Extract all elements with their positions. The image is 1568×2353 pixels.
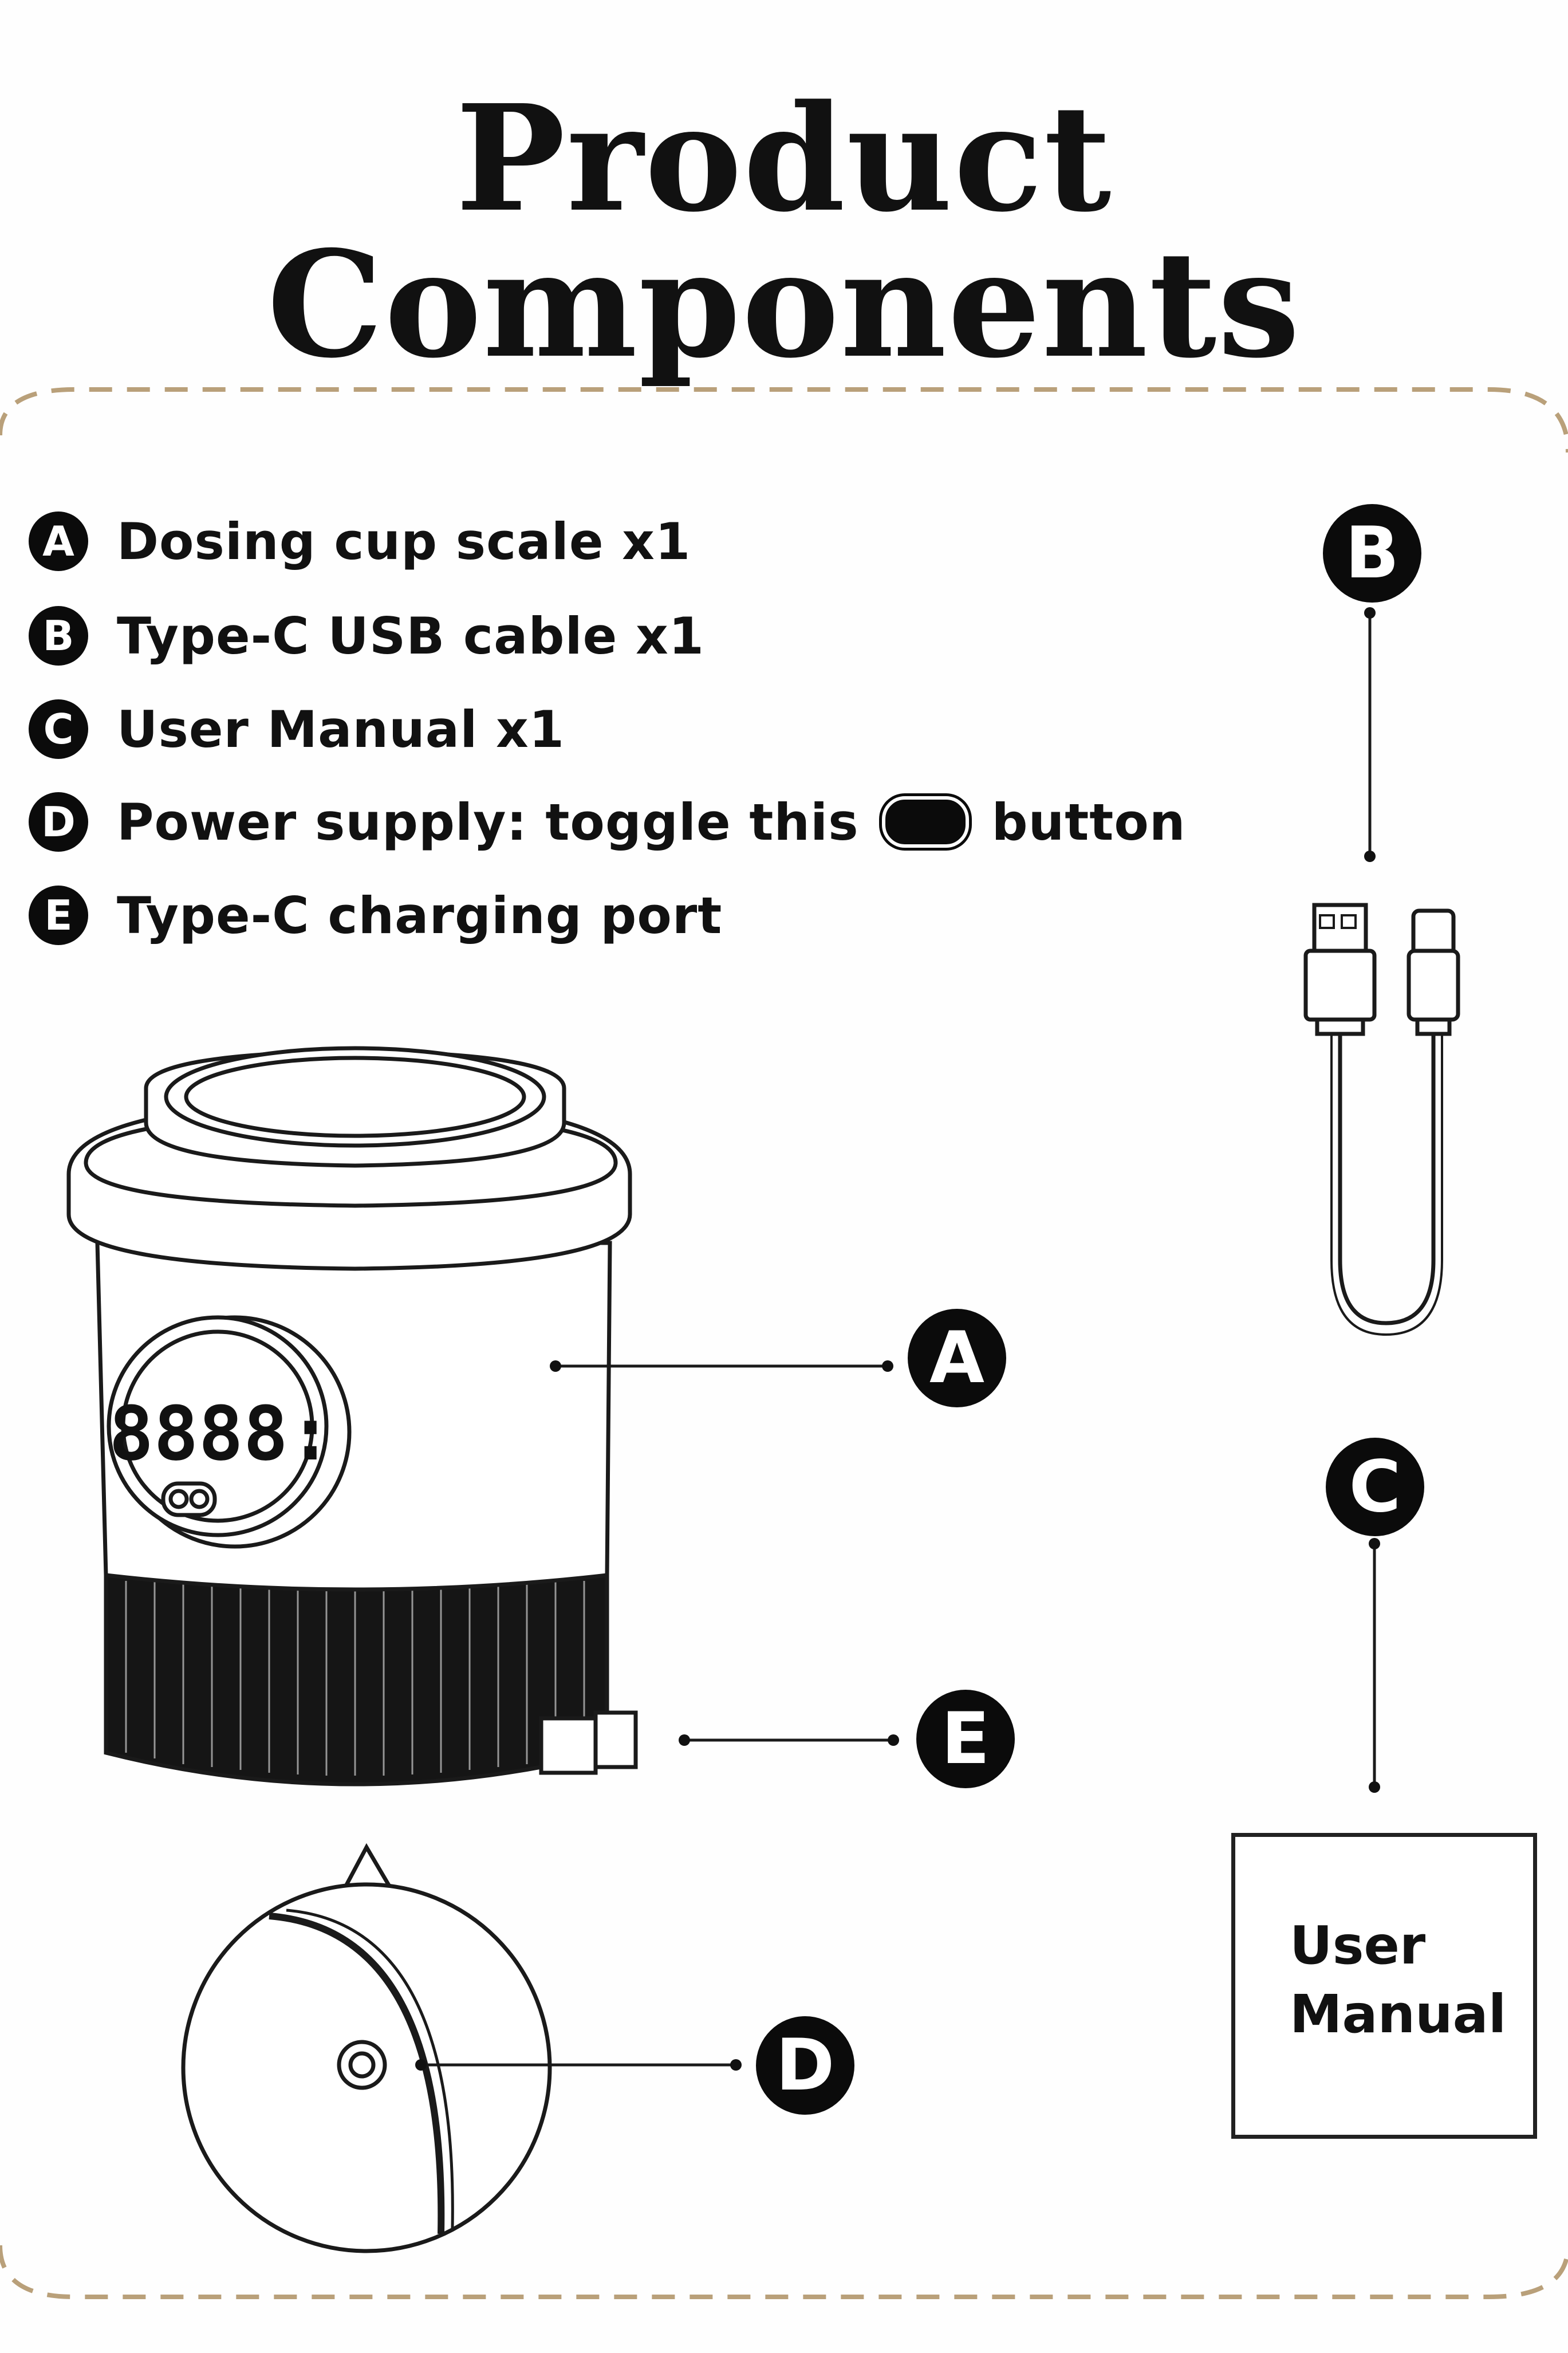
legend-badge-a: A (29, 511, 88, 571)
power-toggle-icon (881, 796, 969, 848)
legend-text-d-after: button (991, 792, 1186, 852)
legend-text-b: Type-C USB cable x1 (117, 606, 704, 666)
scale-bottom-view-drawing (181, 1843, 552, 2253)
legend-badge-b: B (29, 606, 88, 666)
legend-item-e: E Type-C charging port (29, 878, 722, 953)
legend-item-d: D Power supply: toggle this button (29, 785, 1185, 859)
user-manual-booklet: User Manual (1231, 1833, 1537, 2139)
legend-badge-d: D (29, 792, 88, 852)
legend-item-c: C User Manual x1 (29, 692, 565, 766)
user-manual-label: User Manual (1290, 1911, 1506, 2049)
callout-badge-d: D (756, 2016, 854, 2115)
legend-badge-e: E (29, 886, 88, 945)
page-title: Product Components (267, 73, 1301, 391)
legend-item-b: B Type-C USB cable x1 (29, 599, 704, 673)
callout-badge-e: E (916, 1690, 1015, 1788)
dashed-frame (0, 387, 1568, 2299)
callout-badge-b: B (1323, 504, 1421, 603)
user-manual-line-1: User (1290, 1915, 1426, 1976)
user-manual-line-2: Manual (1290, 1984, 1507, 2045)
callout-badge-a: A (908, 1309, 1006, 1407)
callout-badge-c: C (1326, 1438, 1424, 1536)
usb-cable-drawing (1303, 903, 1460, 1336)
dosing-cup-scale-drawing (66, 1046, 638, 1787)
legend-text-a: Dosing cup scale x1 (117, 511, 691, 571)
scale-display-reading: 8888: (109, 1390, 333, 1477)
legend-badge-c: C (29, 699, 88, 759)
legend-text-d-before: Power supply: toggle this (117, 792, 859, 852)
legend-text-c: User Manual x1 (117, 699, 565, 759)
legend-text-e: Type-C charging port (117, 886, 723, 945)
legend-item-a: A Dosing cup scale x1 (29, 504, 691, 579)
